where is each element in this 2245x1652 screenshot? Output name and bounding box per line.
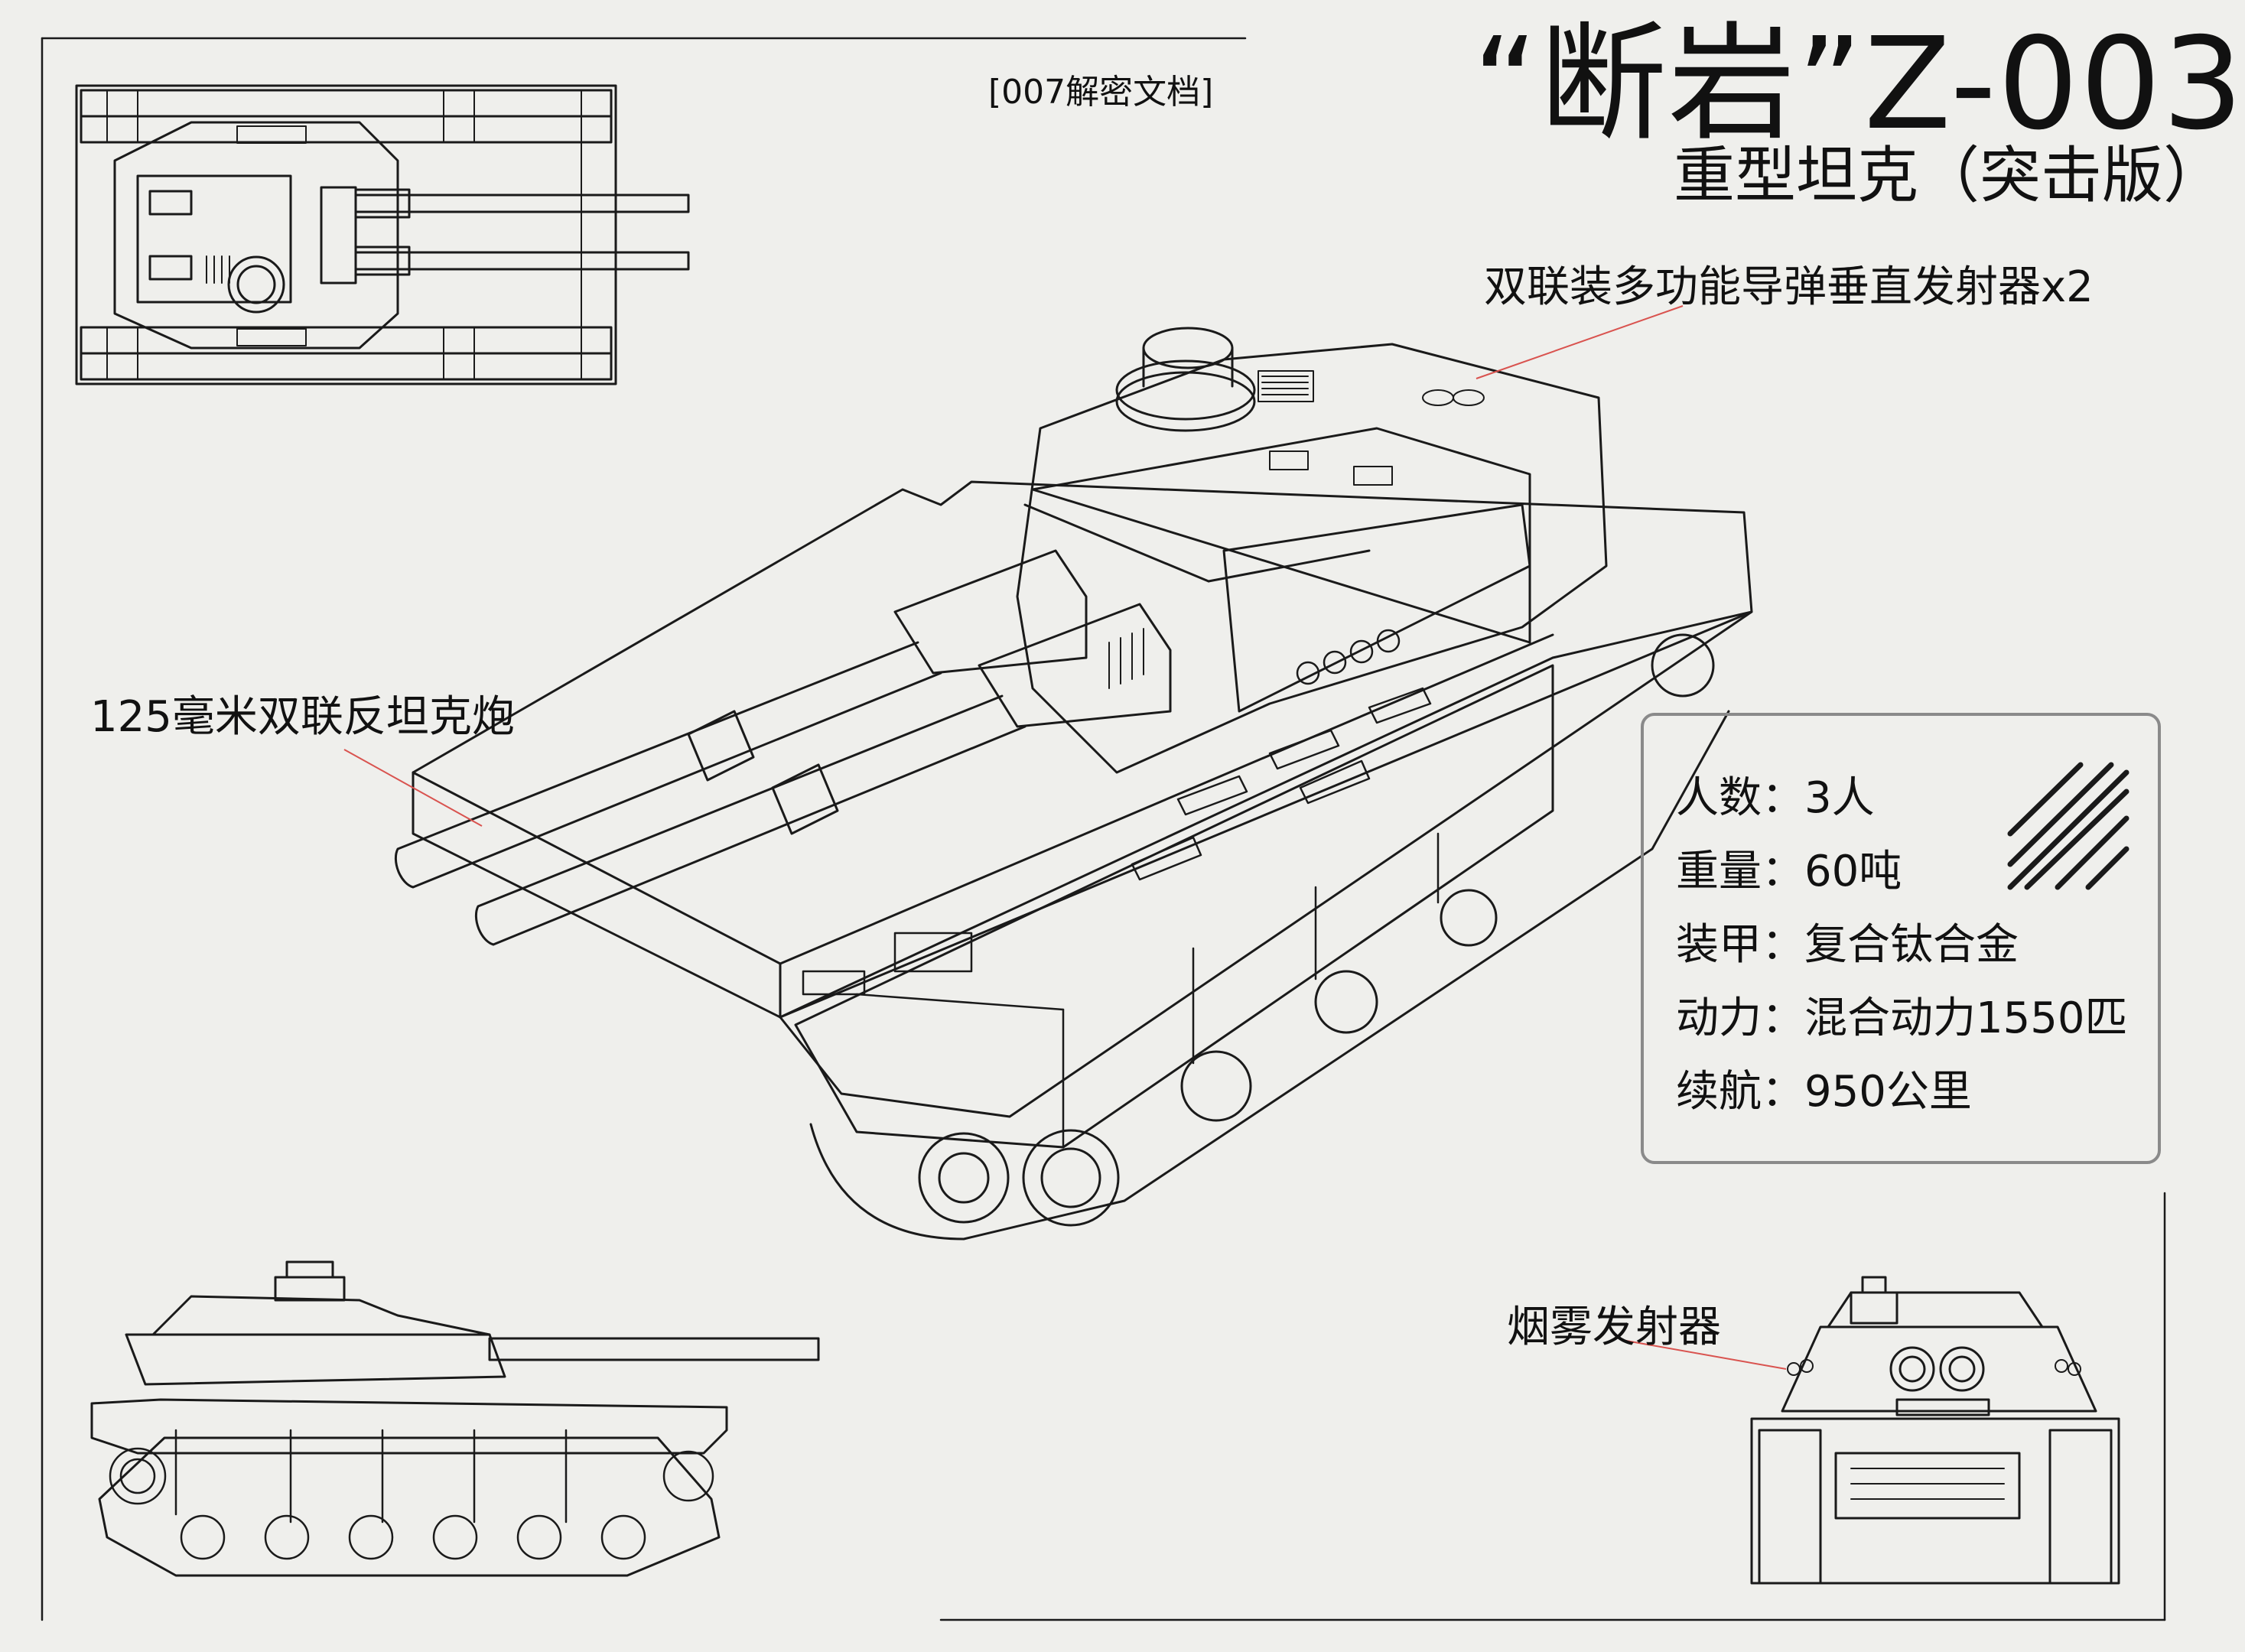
tank-top-view: [75, 84, 690, 385]
spec-value: 复合钛合金: [1804, 920, 2019, 970]
leader-line-gun: [343, 749, 483, 827]
spec-separator: ：: [1762, 920, 1804, 970]
tank-front-view: [1750, 1276, 2120, 1585]
leader-line-smoke: [1621, 1339, 1787, 1370]
callout-main-gun: 125毫米双联反坦克炮: [90, 692, 515, 742]
spec-row-weight: 重量：60吨: [1676, 837, 1902, 899]
spec-separator: ：: [1762, 1067, 1804, 1117]
spec-key: 重量: [1676, 847, 1762, 896]
callout-missile-launcher: 双联装多功能导弹垂直发射器x2: [1484, 262, 2094, 312]
spec-row-armor: 装甲：复合钛合金: [1676, 910, 2019, 972]
spec-key: 动力: [1676, 993, 1762, 1043]
callout-smoke-launcher: 烟雾发射器: [1507, 1302, 1721, 1352]
leader-line-missile: [1476, 305, 1684, 379]
spec-row-power: 动力：混合动力1550匹: [1676, 984, 2128, 1046]
spec-panel: 人数：3人 重量：60吨 装甲：复合钛合金 动力：混合动力1550匹 续航：95…: [1641, 713, 2161, 1164]
tank-side-view: [90, 1260, 820, 1577]
page-subtitle: 重型坦克（突击版）: [1674, 140, 2224, 211]
spec-value: 混合动力1550匹: [1804, 993, 2128, 1043]
spec-key: 人数: [1676, 773, 1762, 823]
spec-key: 装甲: [1676, 920, 1762, 970]
spec-value: 3人: [1804, 773, 1875, 823]
spec-row-range: 续航：950公里: [1676, 1057, 1972, 1119]
spec-value: 60吨: [1804, 847, 1902, 896]
document-tag: [007解密文档]: [988, 73, 1214, 112]
spec-separator: ：: [1762, 773, 1804, 823]
spec-key: 续航: [1676, 1067, 1762, 1117]
tank-main-view: [394, 327, 1753, 1241]
hatch-swatch: [2007, 762, 2129, 890]
spec-separator: ：: [1762, 993, 1804, 1043]
spec-separator: ：: [1762, 847, 1804, 896]
spec-row-crew: 人数：3人: [1676, 763, 1875, 825]
page-title: “断岩”Z-003: [1472, 11, 2245, 158]
spec-value: 950公里: [1804, 1067, 1972, 1117]
